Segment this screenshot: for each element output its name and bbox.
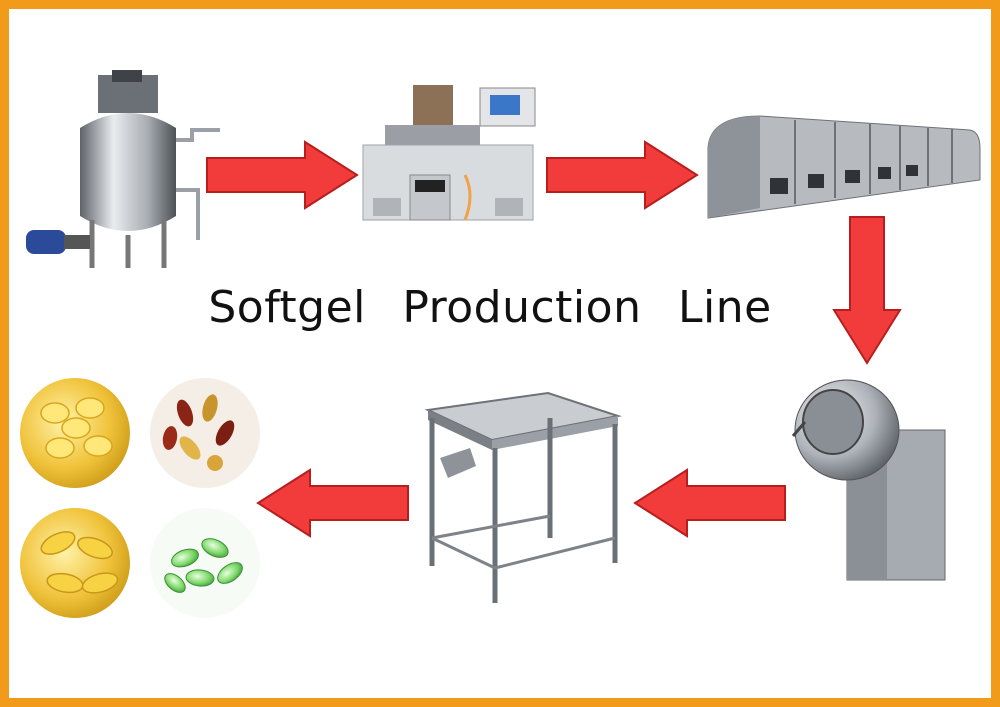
mixing-tank-icon <box>26 70 220 268</box>
encapsulation-machine-icon <box>362 85 536 221</box>
arrow-left-2-icon <box>256 468 409 538</box>
arrow-left-1-icon <box>633 468 786 538</box>
arrow-right-2-icon <box>546 140 699 210</box>
arrow-right-1-icon <box>206 140 359 210</box>
inspection-table-icon <box>424 391 622 603</box>
finished-softgels-icon <box>20 378 260 618</box>
diagram-title: Softgel Production Line <box>208 282 772 333</box>
coating-pan-icon <box>791 379 946 581</box>
tumble-dryer-icon <box>707 115 981 219</box>
arrow-down-icon <box>832 216 902 365</box>
